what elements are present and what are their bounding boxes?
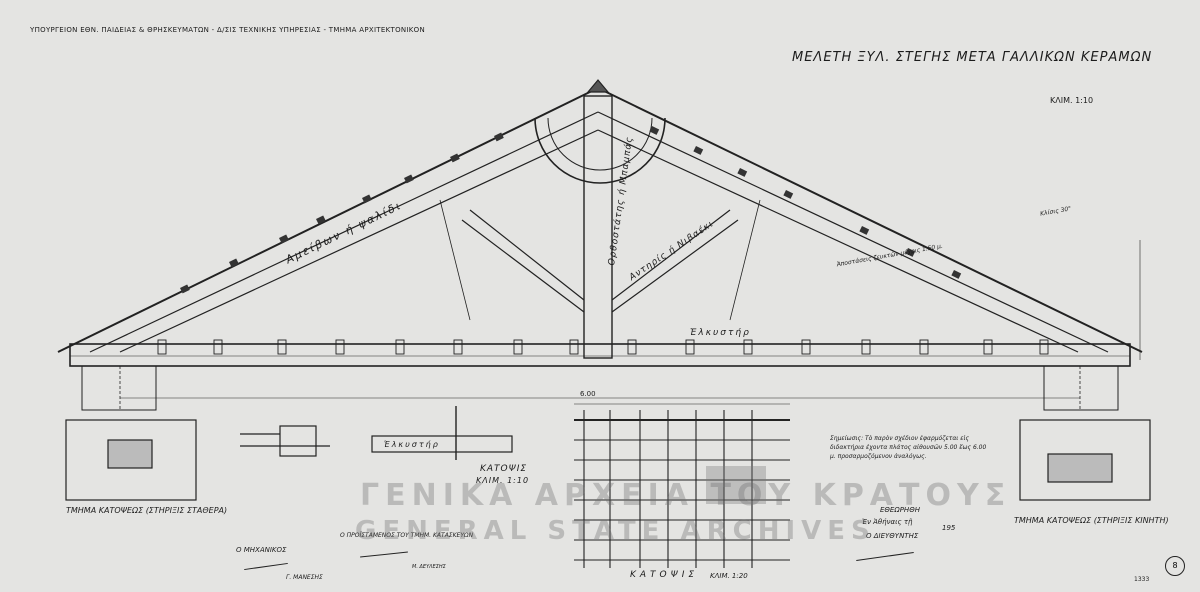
label-director: Ο ΔΙΕΥΘΥΝΤΗΣ [866,532,919,540]
right-rafter [597,111,1109,353]
label-head-name: Μ. ΔΕΥΛΕΣΗΣ [412,564,446,570]
label-plan-mid: ΚΑΤΟΨΙΣ [480,464,528,474]
left-roof-slope [57,87,599,353]
label-mechanic: Ο ΜΗΧΑΝΙΚΟΣ [236,546,287,554]
label-plan-bottom-scale: ΚΛΙΜ. 1:20 [710,572,748,580]
label-plan-mid-scale: ΚΛΙΜ. 1:10 [476,476,530,485]
label-tie-plan: Ἑλκυστήρ [384,440,440,449]
sheet-number-badge: 8 [1165,556,1185,576]
right-strut [611,209,739,313]
ministry-header: ΥΠΟΥΡΓΕΙΟΝ ΕΘΝ. ΠΑΙΔΕΙΑΣ & ΘΡΗΣΚΕΥΜΑΤΩΝ … [30,26,426,34]
label-mechanic-name: Γ. ΜΑΝΕΣΗΣ [286,574,323,581]
left-rafter [89,111,599,353]
plan-grid [574,410,790,568]
stamp-box [706,466,766,504]
label-year: 195 [942,524,956,532]
label-tie-beam: Ἑλκυστήρ [690,328,751,338]
drawing-title: ΜΕΛΕΤΗ ΞΥΛ. ΣΤΕΓΗΣ ΜΕΤΑ ΓΑΛΛΙΚΩΝ ΚΕΡΑΜΩΝ [792,50,1153,65]
stamp-number: 1333 [1134,576,1150,583]
right-wall [1043,365,1119,411]
tie-plan-mid [371,435,513,453]
archive-watermark-greek: ΓΕΝΙΚΑ ΑΡΧΕΙΑ ΤΟΥ ΚΡΑΤΟΥΣ [360,478,1012,513]
section-movable-box [1019,419,1151,501]
right-roof-slope [597,87,1143,353]
label-plan-bottom: ΚΑΤΟΨΙΣ [630,570,699,580]
label-head: Ο ΠΡΟΪΣΤΑΜΕΝΟΣ ΤΟΥ ΤΜΗΜ. ΚΑΤΑΣΚΕΥΩΝ [340,532,474,539]
ridge-arc [534,117,666,184]
section-fixed-box [65,419,197,501]
label-section-movable: ΤΜΗΜΑ ΚΑΤΟΨΕΩΣ (ΣΤΗΡΙΞΙΣ ΚΙΝΗΤΗ) [1014,516,1169,525]
label-section-fixed: ΤΜΗΜΑ ΚΑΤΟΨΕΩΣ (ΣΤΗΡΙΞΙΣ ΣΤΑΘΕΡΑ) [66,506,228,515]
general-note: Σημείωσις: Τὸ παρὸν σχέδιον ἐφαρμόζεται … [830,435,987,460]
label-approved: ΕΘΕΩΡΗΘΗ [880,506,920,514]
king-post [583,95,613,359]
detail-small-left [279,425,317,457]
label-place: Ἐν Ἀθήναις τῇ [862,518,913,526]
left-strut [461,209,585,313]
archive-watermark-english: GENERAL STATE ARCHIVES [355,516,876,546]
tie-beam [69,343,1131,367]
label-dimension: 6.00 [580,390,596,398]
left-wall [81,365,157,411]
drawing-scale: ΚΛΙΜ. 1:10 [1050,96,1094,105]
